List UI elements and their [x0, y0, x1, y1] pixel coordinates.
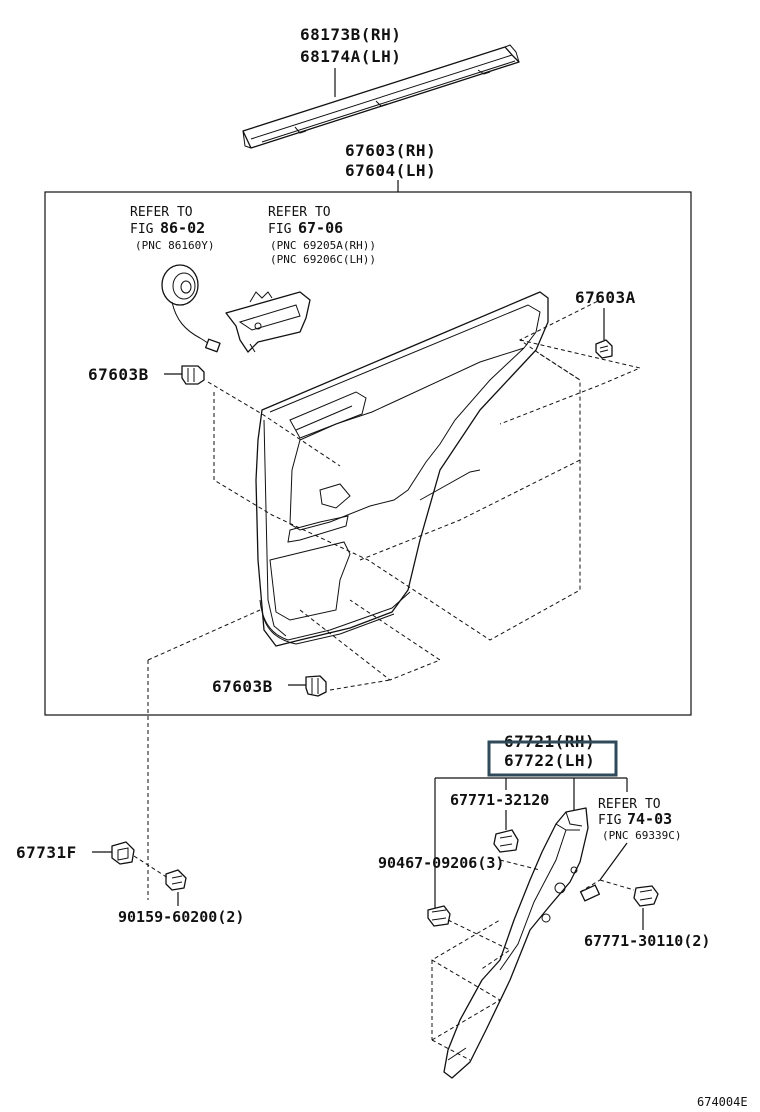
clip-30110-part — [633, 885, 659, 907]
inside-handle-part — [225, 291, 311, 353]
trim-dashed-lines — [147, 299, 642, 691]
ref3-pnc: (PNC 69339C) — [602, 829, 681, 842]
ref2-line1: REFER TO — [268, 205, 331, 220]
glass-run-channel — [242, 44, 520, 149]
ref3-line1: REFER TO — [598, 797, 661, 812]
ref1-fig: 86-02 — [160, 219, 205, 237]
ref2-pnc2: (PNC 69206C(LH)) — [270, 253, 376, 266]
figure-id: 674004E — [697, 1095, 748, 1109]
ref3-fig-prefix: FIG — [598, 813, 622, 828]
label-bracket-67731f: 67731F — [16, 843, 77, 862]
clip-32120-part — [493, 829, 519, 853]
speaker-part — [161, 264, 221, 353]
ref2-pnc1: (PNC 69205A(RH)) — [270, 239, 376, 252]
label-screw-60200: 90159-60200(2) — [118, 908, 244, 926]
label-door-trim-rh: 67603(RH) — [345, 141, 436, 160]
screw-09206-part — [427, 905, 451, 927]
ref2-fig: 67-06 — [298, 219, 343, 237]
label-clip-32120: 67771-32120 — [450, 791, 549, 809]
clip-67603a-part — [595, 339, 613, 359]
label-clip-67603a: 67603A — [575, 288, 636, 307]
clip-67603b-lower-part — [305, 675, 327, 697]
ref2-fig-prefix: FIG — [268, 222, 292, 237]
ref1-pnc: (PNC 86160Y) — [135, 239, 214, 252]
highlight-box-67722 — [487, 740, 618, 777]
ref1-line1: REFER TO — [130, 205, 193, 220]
label-glass-run-rh: 68173B(RH) — [300, 25, 401, 44]
label-screw-09206: 90467-09206(3) — [378, 854, 504, 872]
door-trim-board — [255, 291, 549, 647]
ref3-fig: 74-03 — [627, 810, 672, 828]
label-glass-run-lh: 68174A(LH) — [300, 47, 401, 66]
label-door-trim-lh: 67604(LH) — [345, 161, 436, 180]
bracket-dashed-line — [133, 855, 169, 879]
ref1-fig-prefix: FIG — [130, 222, 154, 237]
label-clip-67603b-lower: 67603B — [212, 677, 273, 696]
label-pad-lh: 67722(LH) — [504, 751, 595, 770]
screw-60200-part — [165, 869, 187, 891]
clip-67603b-upper-part — [181, 365, 205, 385]
garnish-dashed-lines — [431, 859, 635, 1061]
label-clip-30110: 67771-30110(2) — [584, 932, 710, 950]
label-clip-67603b-upper: 67603B — [88, 365, 149, 384]
pillar-garnish-part — [443, 807, 601, 1079]
bracket-67731f-part — [111, 841, 135, 865]
leader-ref3 — [599, 842, 628, 881]
door-trim-frame — [44, 191, 692, 716]
